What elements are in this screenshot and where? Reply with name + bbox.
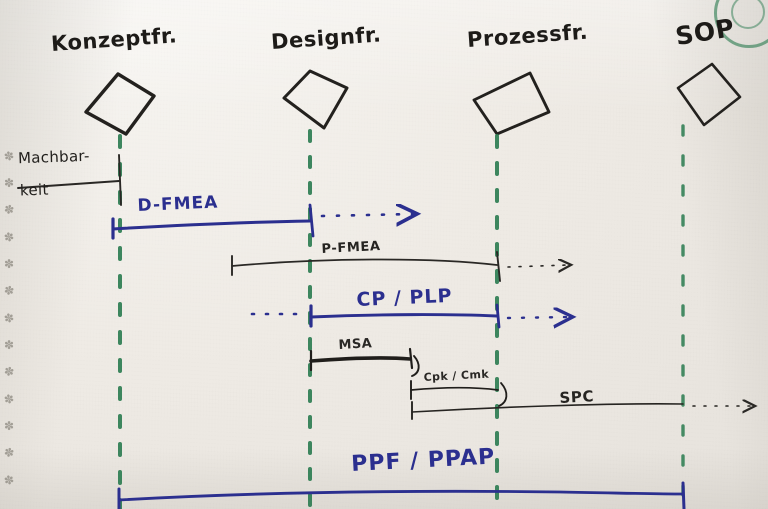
milestone-label-konzept: Konzeptfr. bbox=[50, 23, 178, 57]
spiral-punch-icon bbox=[3, 392, 18, 406]
activity-label-d-fmea: D-FMEA bbox=[137, 192, 219, 216]
green-stamp-ring-icon bbox=[714, 0, 768, 48]
spiral-binding-margin bbox=[0, 0, 26, 509]
spiral-punch-icon bbox=[3, 473, 18, 487]
milestone-diamond-design bbox=[282, 69, 349, 130]
milestone-label-sop: SOP bbox=[673, 13, 737, 51]
activity-label-msa: MSA bbox=[338, 336, 373, 353]
bar-ppf-ppap bbox=[117, 481, 686, 509]
spiral-punch-icon bbox=[3, 203, 18, 217]
milestone-diamond-konzept bbox=[84, 72, 156, 136]
spiral-punch-icon bbox=[3, 446, 18, 460]
spiral-punch-icon bbox=[3, 365, 18, 379]
activity-label-cpk-cmk: Cpk / Cmk bbox=[423, 367, 490, 384]
bar-p-fmea bbox=[231, 251, 568, 282]
activity-label-ppf-ppap: PPF / PPAP bbox=[350, 444, 496, 477]
spiral-punch-icon bbox=[3, 230, 18, 244]
bar-cpk-cmk bbox=[410, 380, 508, 407]
bar-msa bbox=[309, 347, 420, 377]
spiral-punch-icon bbox=[3, 149, 18, 163]
activity-label-cp-plp: CP / PLP bbox=[356, 284, 453, 311]
spiral-punch-icon bbox=[4, 177, 17, 189]
side-label-machbarkeit-line1: Machbar- bbox=[17, 146, 90, 168]
milestone-label-design: Designfr. bbox=[270, 22, 383, 54]
spiral-punch-icon bbox=[3, 311, 18, 325]
spiral-punch-icon bbox=[4, 420, 17, 432]
milestone-diamond-prozess bbox=[472, 71, 551, 136]
activity-label-p-fmea: P-FMEA bbox=[321, 238, 381, 257]
spiral-punch-icon bbox=[4, 339, 17, 351]
activity-label-spc: SPC bbox=[559, 387, 595, 407]
spiral-punch-icon bbox=[4, 258, 17, 270]
milestone-diamond-sop bbox=[676, 62, 742, 127]
side-label-machbarkeit-line2: keit bbox=[19, 180, 49, 200]
spiral-punch-icon bbox=[3, 284, 18, 298]
milestone-label-prozess: Prozessfr. bbox=[466, 19, 589, 53]
